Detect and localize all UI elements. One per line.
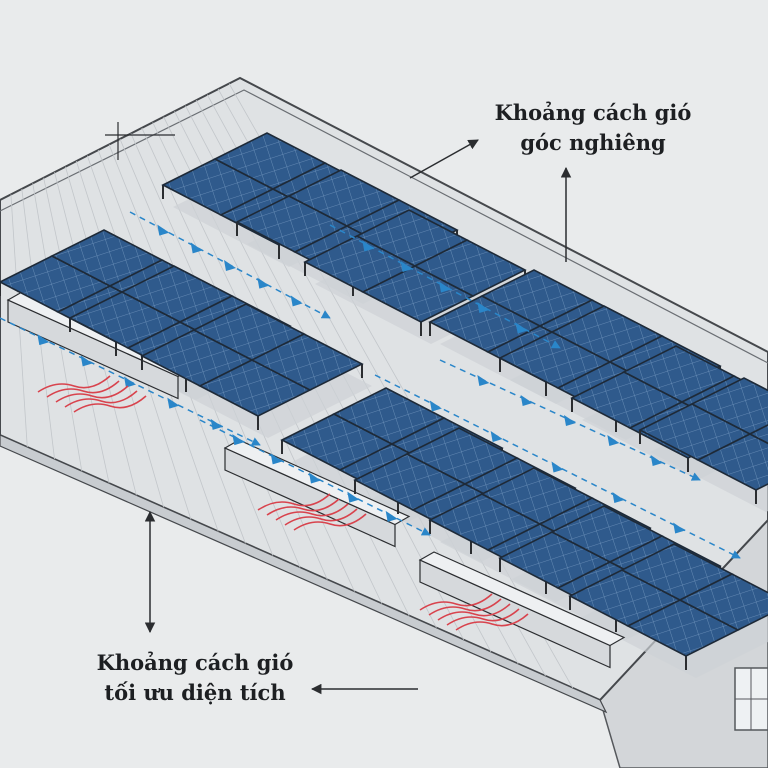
solar-panel (250, 333, 364, 391)
duct-top (418, 551, 626, 647)
heat-wave-icon (419, 593, 493, 611)
heat-wave-icon (55, 385, 129, 403)
airflow-arrow-icon (232, 434, 245, 446)
airflow-arrow-icon (564, 415, 576, 426)
heat-waves (37, 375, 529, 631)
airflow-arrow-icon (650, 455, 663, 466)
airflow-arrow-icon (309, 472, 321, 484)
airflow-arrow-icon (290, 295, 303, 307)
airflow-arrow-icon (400, 261, 413, 272)
callout-bottom-line2: tối ưu diện tích (104, 680, 286, 705)
callout-arrows (105, 122, 572, 695)
solar-panel-module (638, 377, 768, 504)
airflow-arrow-icon (551, 461, 564, 473)
heat-wave-icon (293, 513, 367, 531)
airflow-arrow-icon (477, 375, 490, 386)
heat-wave-icon (446, 608, 520, 626)
airflow-arrow-icon (124, 376, 136, 388)
vent-duct (223, 439, 411, 548)
heat-wave-icon (428, 598, 502, 616)
airflow-arrow-icon (520, 395, 533, 406)
solar-panel-module (568, 543, 768, 670)
airflow-arrow-icon (607, 435, 620, 446)
callout-arrow-icon (409, 139, 479, 179)
airflow-arrow-icon (80, 355, 93, 367)
airflow-arrow-icon (490, 431, 503, 442)
airflow-arrow-icon (257, 277, 270, 289)
heat-wave-icon (64, 390, 138, 408)
airflow-arrow-icon (37, 334, 50, 346)
airflow-arrow-icon (515, 322, 528, 334)
airflow-arrow-icon (167, 397, 180, 409)
solar-panel-module (303, 209, 527, 336)
vent-duct (418, 551, 626, 669)
solar-panel (748, 424, 768, 445)
airflow-arrow-icon (477, 302, 490, 313)
callout-wind-spacing-tilt: Khoảng cách gió góc nghiêng (468, 98, 718, 158)
callout-bottom-line1: Khoảng cách gió (96, 650, 294, 675)
airflow-arrow-icon (362, 240, 375, 252)
heat-wave-icon (275, 503, 349, 521)
heat-wave-icon (455, 613, 529, 631)
heat-wave-icon (46, 380, 120, 398)
solar-panel-module (140, 303, 364, 430)
heat-wave-icon (437, 603, 511, 621)
heat-wave-icon (257, 493, 331, 511)
airflow-arrows (0, 211, 741, 559)
heat-wave-icon (284, 508, 358, 526)
heat-wave-icon (73, 395, 147, 413)
solar-panel (690, 377, 768, 435)
solar-panel-array (0, 132, 768, 670)
airflow-arrow-icon (190, 242, 203, 254)
airflow-arrow-icon (439, 281, 451, 293)
callout-top-line2: góc nghiêng (520, 130, 666, 155)
airflow-arrow-icon (429, 400, 442, 412)
airflow-arrow-icon (270, 453, 283, 465)
airflow-arrow-icon (612, 492, 625, 503)
airflow-arrow-icon (673, 522, 686, 534)
solar-panel (678, 573, 768, 631)
heat-wave-icon (37, 375, 111, 393)
airflow-arrow-icon (157, 224, 170, 236)
heat-wave-icon (266, 498, 340, 516)
airflow-arrow-icon (385, 510, 398, 522)
airflow-arrow-icon (210, 418, 223, 430)
airflow-arrow-icon (347, 491, 360, 503)
airflow-arrow-icon (224, 260, 236, 271)
solar-panel (413, 239, 527, 297)
callout-top-line1: Khoảng cách gió (494, 100, 692, 125)
solar-panel (696, 433, 768, 491)
callout-wind-spacing-area: Khoảng cách gió tối ưu diện tích (70, 648, 320, 708)
